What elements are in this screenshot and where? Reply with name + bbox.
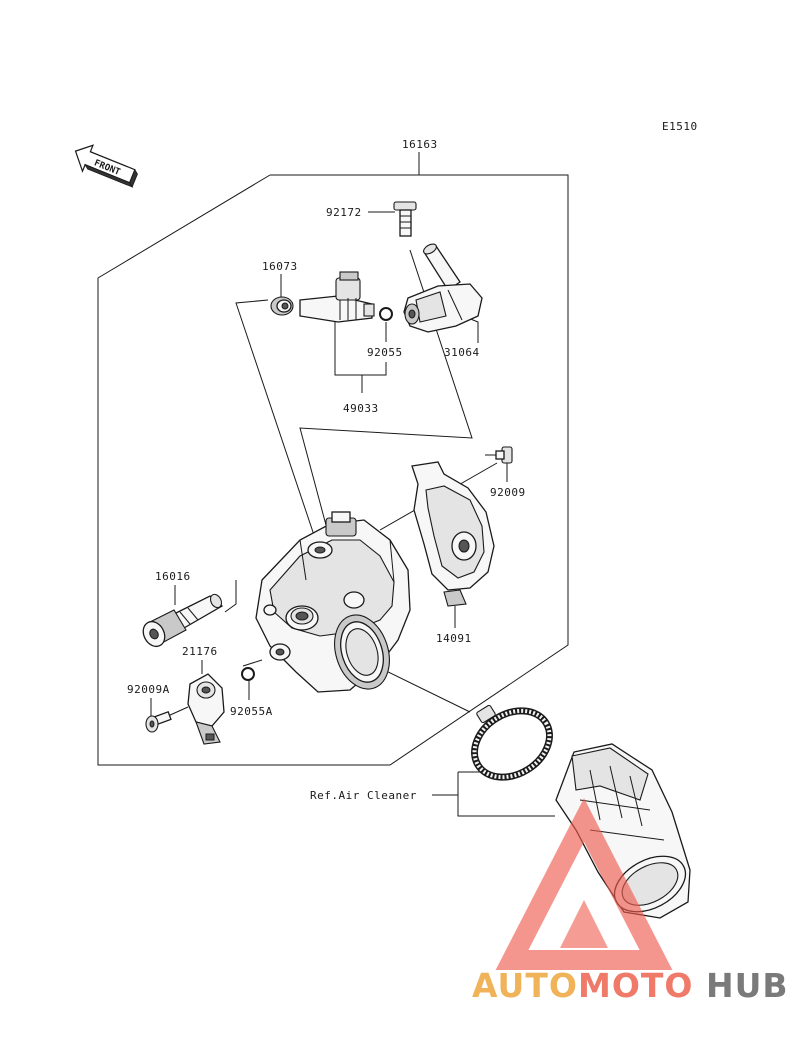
screw-92009 (485, 446, 513, 464)
label-92055A: 92055A (230, 705, 273, 718)
watermark-auto: AUTO (472, 966, 578, 1005)
label-92055: 92055 (367, 346, 403, 359)
label-14091: 14091 (436, 632, 472, 645)
label-16016: 16016 (155, 570, 191, 583)
guide-lines (167, 249, 498, 717)
injector-49033 (299, 271, 375, 323)
ref-air-cleaner-label: Ref.Air Cleaner (310, 789, 417, 802)
label-16073: 16073 (262, 260, 298, 273)
front-arrow-icon: FRONT (74, 144, 138, 188)
watermark-triangle-icon (495, 798, 673, 970)
assembly-outline (97, 152, 569, 766)
label-92009: 92009 (490, 486, 526, 499)
watermark-hub: HUB (706, 966, 789, 1005)
sensor-21176 (187, 673, 225, 745)
watermark-moto: MOTO (578, 966, 693, 1005)
label-16163: 16163 (402, 138, 438, 151)
label-49033: 49033 (343, 402, 379, 415)
bolt-92009A (145, 711, 172, 733)
watermark-logo (495, 798, 673, 970)
label-92172: 92172 (326, 206, 362, 219)
label-92009A: 92009A (127, 683, 170, 696)
label-31064: 31064 (444, 346, 480, 359)
bolt-92172 (393, 201, 417, 237)
delivery-pipe-31064 (403, 243, 483, 333)
o-ring-92055A (241, 667, 255, 681)
label-21176: 21176 (182, 645, 218, 658)
diagram-code: E1510 (662, 120, 698, 133)
hose-clamp (471, 704, 553, 781)
throttle-body (255, 511, 411, 693)
idle-valve-16016 (142, 593, 224, 648)
o-ring-92055 (379, 307, 393, 321)
seal-16073 (270, 296, 294, 316)
sensor-cover-14091 (411, 461, 495, 607)
